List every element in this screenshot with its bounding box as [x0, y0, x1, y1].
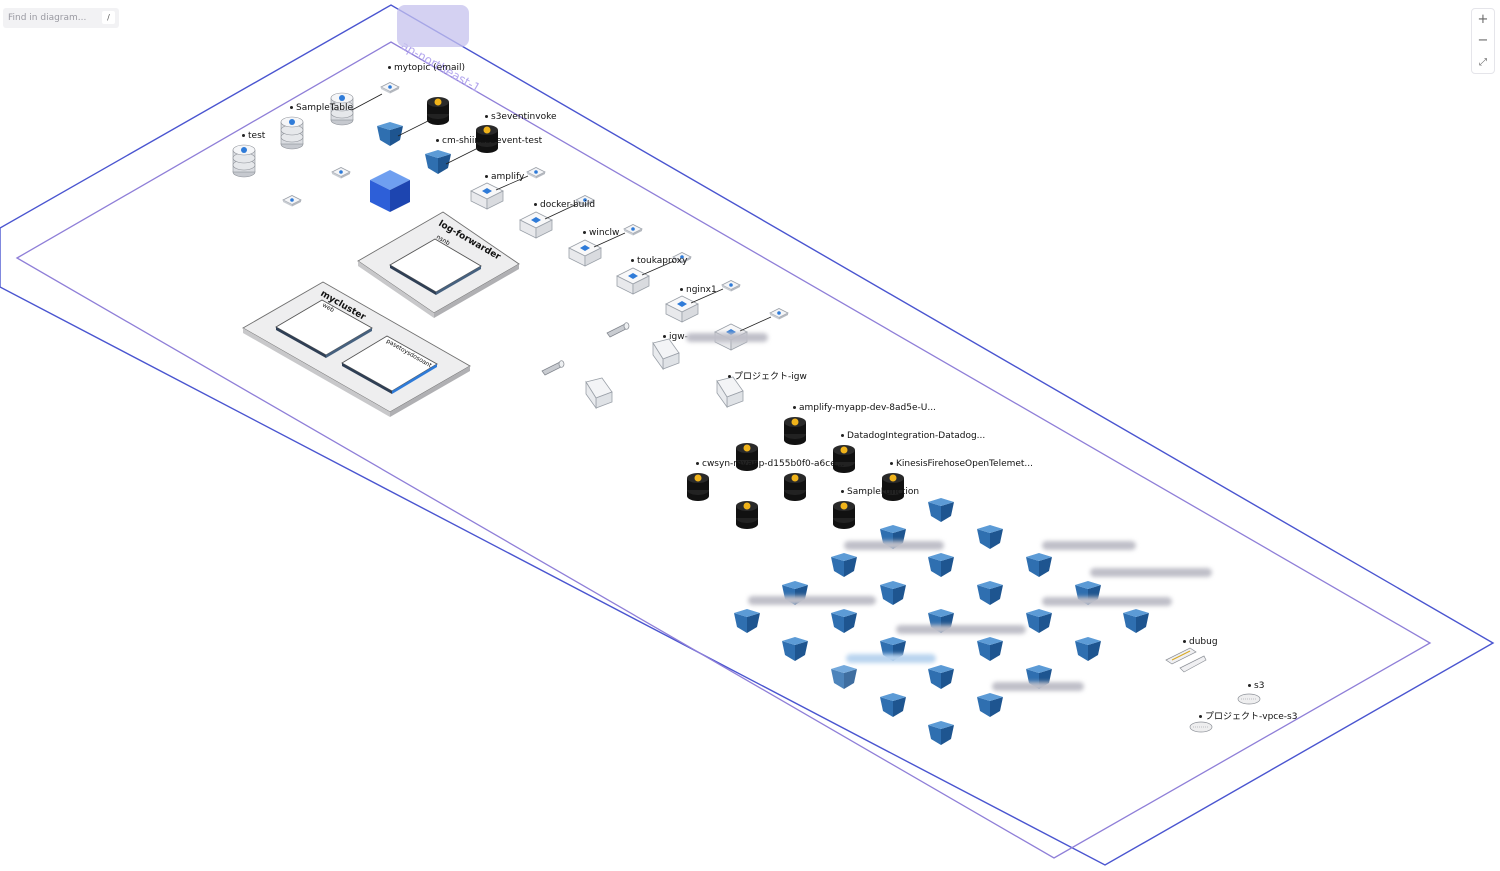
resource-label[interactable]: toukaproxy	[631, 256, 687, 266]
s3-bucket-icon-selected[interactable]	[831, 665, 857, 689]
nat-gateway-icon[interactable]	[541, 360, 565, 376]
s3-bucket-icon[interactable]	[977, 525, 1003, 549]
ec2-instance-icon[interactable]	[568, 239, 602, 267]
redacted-label	[1042, 541, 1136, 550]
eni-icon[interactable]	[526, 167, 546, 179]
vpc-endpoint-icon[interactable]	[282, 195, 302, 207]
resource-label[interactable]: s3	[1248, 681, 1264, 691]
s3-bucket-icon[interactable]	[377, 122, 403, 146]
s3-bucket-icon[interactable]	[734, 609, 760, 633]
s3-bucket-icon[interactable]	[880, 693, 906, 717]
sns-topic-icon[interactable]	[380, 82, 400, 94]
s3-bucket-icon[interactable]	[1026, 553, 1052, 577]
s3-bucket-icon[interactable]	[425, 150, 451, 174]
resource-label[interactable]: winclw	[583, 228, 619, 238]
lambda-function-icon[interactable]	[427, 97, 449, 125]
connector-arrow	[397, 119, 431, 137]
s3-bucket-icon[interactable]	[880, 581, 906, 605]
redacted-label	[748, 596, 876, 605]
eni-icon[interactable]	[721, 280, 741, 292]
dynamodb-table-icon[interactable]	[232, 144, 256, 178]
zoom-in-button[interactable]: +	[1472, 9, 1494, 30]
resource-label[interactable]: SampleFunction	[841, 487, 919, 497]
shortcut-key-hint: /	[102, 11, 115, 24]
resource-label[interactable]: amplify	[485, 172, 524, 182]
s3-bucket-icon[interactable]	[1075, 637, 1101, 661]
nat-gateway-icon[interactable]	[606, 322, 630, 338]
connector-arrow	[351, 93, 383, 111]
s3-bucket-icon[interactable]	[977, 637, 1003, 661]
resource-label[interactable]: nginx1	[680, 285, 717, 295]
resource-label[interactable]: test	[242, 131, 265, 141]
redacted-label	[1090, 568, 1212, 577]
vpc-endpoint-icon[interactable]	[331, 167, 351, 179]
resource-label[interactable]: amplify-myapp-dev-8ad5e-U...	[793, 403, 936, 413]
s3-bucket-icon[interactable]	[1026, 609, 1052, 633]
lambda-function-icon[interactable]	[736, 501, 758, 529]
resource-label[interactable]: cm-shiinas3event-test	[436, 136, 542, 146]
internet-gateway-icon[interactable]	[652, 338, 680, 370]
resource-label[interactable]: cwsyn-myapp-d155b0f0-a6ce...	[696, 459, 844, 469]
region-inner-frame	[15, 41, 1432, 859]
lambda-function-icon[interactable]	[784, 417, 806, 445]
ecs-cluster-cube-icon[interactable]	[370, 170, 410, 212]
cluster-log-forwarder[interactable]	[357, 211, 520, 318]
dynamodb-table-icon[interactable]	[280, 116, 304, 150]
redacted-label	[992, 682, 1084, 691]
s3-bucket-icon[interactable]	[831, 609, 857, 633]
resource-label[interactable]: DatadogIntegration-Datadog...	[841, 431, 985, 441]
s3-bucket-icon[interactable]	[831, 553, 857, 577]
redacted-label	[844, 541, 944, 550]
resource-label[interactable]: igw-	[663, 332, 688, 342]
s3-bucket-grid	[734, 498, 1149, 745]
redacted-label	[896, 625, 1026, 634]
resource-label[interactable]: docker-build	[534, 200, 595, 210]
s3-bucket-icon[interactable]	[928, 498, 954, 522]
ec2-instance-icon[interactable]	[665, 295, 699, 323]
connector-arrows	[495, 175, 772, 332]
diagram-search[interactable]: /	[3, 8, 119, 28]
ec2-instance-icon[interactable]	[519, 211, 553, 239]
s3-bucket-icon[interactable]	[928, 721, 954, 745]
redacted-label	[846, 654, 936, 663]
resource-label[interactable]: プロジェクト-igw	[728, 369, 807, 382]
fit-view-button[interactable]: ⤢	[1472, 52, 1494, 73]
s3-bucket-icon[interactable]	[782, 637, 808, 661]
search-input[interactable]	[8, 13, 96, 23]
s3-bucket-icon[interactable]	[977, 581, 1003, 605]
resource-label[interactable]: SampleTable	[290, 103, 353, 113]
s3-bucket-icon[interactable]	[1123, 609, 1149, 633]
resource-label[interactable]: KinesisFirehoseOpenTelemet...	[890, 459, 1033, 469]
cluster-mycluster[interactable]	[242, 281, 471, 417]
account-name-redacted	[397, 5, 469, 47]
vpc-endpoint-s3-icon[interactable]	[1237, 693, 1261, 705]
route-table-icon[interactable]	[1165, 647, 1207, 673]
redacted-label	[686, 333, 768, 342]
resource-label[interactable]: s3eventinvoke	[485, 112, 557, 122]
ec2-instance-icon[interactable]	[616, 267, 650, 295]
s3-bucket-icon[interactable]	[928, 665, 954, 689]
eni-icon[interactable]	[623, 224, 643, 236]
s3-bucket-icon[interactable]	[928, 553, 954, 577]
zoom-out-button[interactable]: −	[1472, 30, 1494, 51]
lambda-function-icon[interactable]	[833, 501, 855, 529]
resource-label[interactable]: mytopic (email)	[388, 63, 465, 73]
zoom-controls: + − ⤢	[1471, 8, 1495, 74]
region-outer-frame	[0, 4, 1495, 866]
resource-label[interactable]: プロジェクト-vpce-s3	[1199, 709, 1297, 722]
ec2-instance-icon[interactable]	[470, 182, 504, 210]
lambda-function-icon[interactable]	[687, 473, 709, 501]
lambda-function-icon[interactable]	[784, 473, 806, 501]
eni-icon[interactable]	[769, 308, 789, 320]
vpc-endpoint-s3-icon[interactable]	[1189, 721, 1213, 733]
redacted-label	[1042, 597, 1172, 606]
s3-bucket-icon[interactable]	[977, 693, 1003, 717]
internet-gateway-icon[interactable]	[585, 377, 613, 409]
resource-label[interactable]: dubug	[1183, 637, 1218, 647]
connector-arrow	[445, 147, 479, 165]
